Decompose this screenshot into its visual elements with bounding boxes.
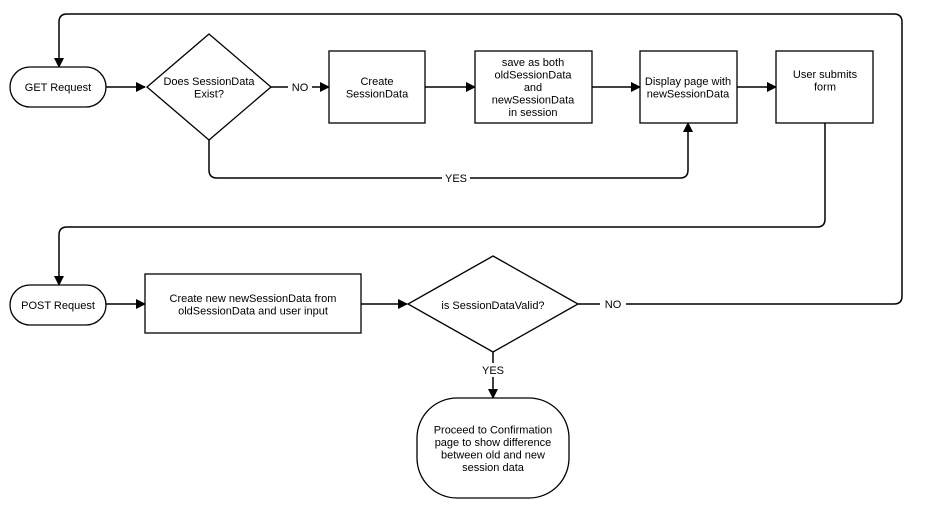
node-text-line: Proceed to Confirmation xyxy=(434,424,553,436)
node-text-line: Does SessionData xyxy=(163,76,255,88)
node-text-line: User submits xyxy=(793,69,858,81)
node-confirmation xyxy=(416,397,570,499)
node-text-line: Create xyxy=(360,76,393,88)
node-text-line: is SessionDataValid? xyxy=(441,300,544,312)
edge-valid-no-to-get xyxy=(54,13,903,305)
node-create-session xyxy=(328,50,426,124)
label-valid-yes: YES xyxy=(482,365,504,377)
node-text: is SessionDataValid? xyxy=(441,300,544,312)
node-text-line: in session xyxy=(509,107,558,119)
node-text-line: GET Request xyxy=(25,82,91,94)
label-exists-no: NO xyxy=(292,82,309,94)
node-text-line: and xyxy=(524,82,542,94)
node-text-line: newSessionData xyxy=(647,88,730,100)
node-text-line: Display page with xyxy=(645,76,731,88)
node-text-line: session data xyxy=(462,462,525,474)
node-save-session xyxy=(474,50,593,124)
edge-labels: NO YES NO YES xyxy=(288,80,626,377)
node-text-line: Create new newSessionData from xyxy=(170,293,337,305)
node-user-submits xyxy=(775,50,874,124)
edge-exists-yes-to-display xyxy=(208,122,693,179)
node-text-line: SessionData xyxy=(346,88,409,100)
node-text: GET Request xyxy=(25,82,91,94)
node-text-line: form xyxy=(814,81,836,93)
label-exists-yes: YES xyxy=(445,173,467,185)
node-text-line: POST Request xyxy=(21,300,95,312)
edge-submit-to-post xyxy=(54,123,826,286)
node-post-request xyxy=(9,284,107,326)
node-session-valid-decision xyxy=(406,255,580,353)
node-display-page xyxy=(639,50,738,124)
node-session-exists-decision xyxy=(145,33,273,141)
node-get-request xyxy=(9,66,107,108)
node-text-line: page to show difference xyxy=(435,437,552,449)
node-text-line: save as both xyxy=(502,57,564,69)
node-text-line: between old and new xyxy=(441,449,545,461)
node-text-line: oldSessionData and user input xyxy=(178,305,328,317)
node-create-new-session xyxy=(144,273,362,334)
node-text: POST Request xyxy=(21,300,95,312)
node-text-line: oldSessionData xyxy=(494,70,572,82)
label-valid-no: NO xyxy=(605,299,622,311)
node-text-line: Exist? xyxy=(194,88,224,100)
node-text-line: newSessionData xyxy=(492,95,575,107)
